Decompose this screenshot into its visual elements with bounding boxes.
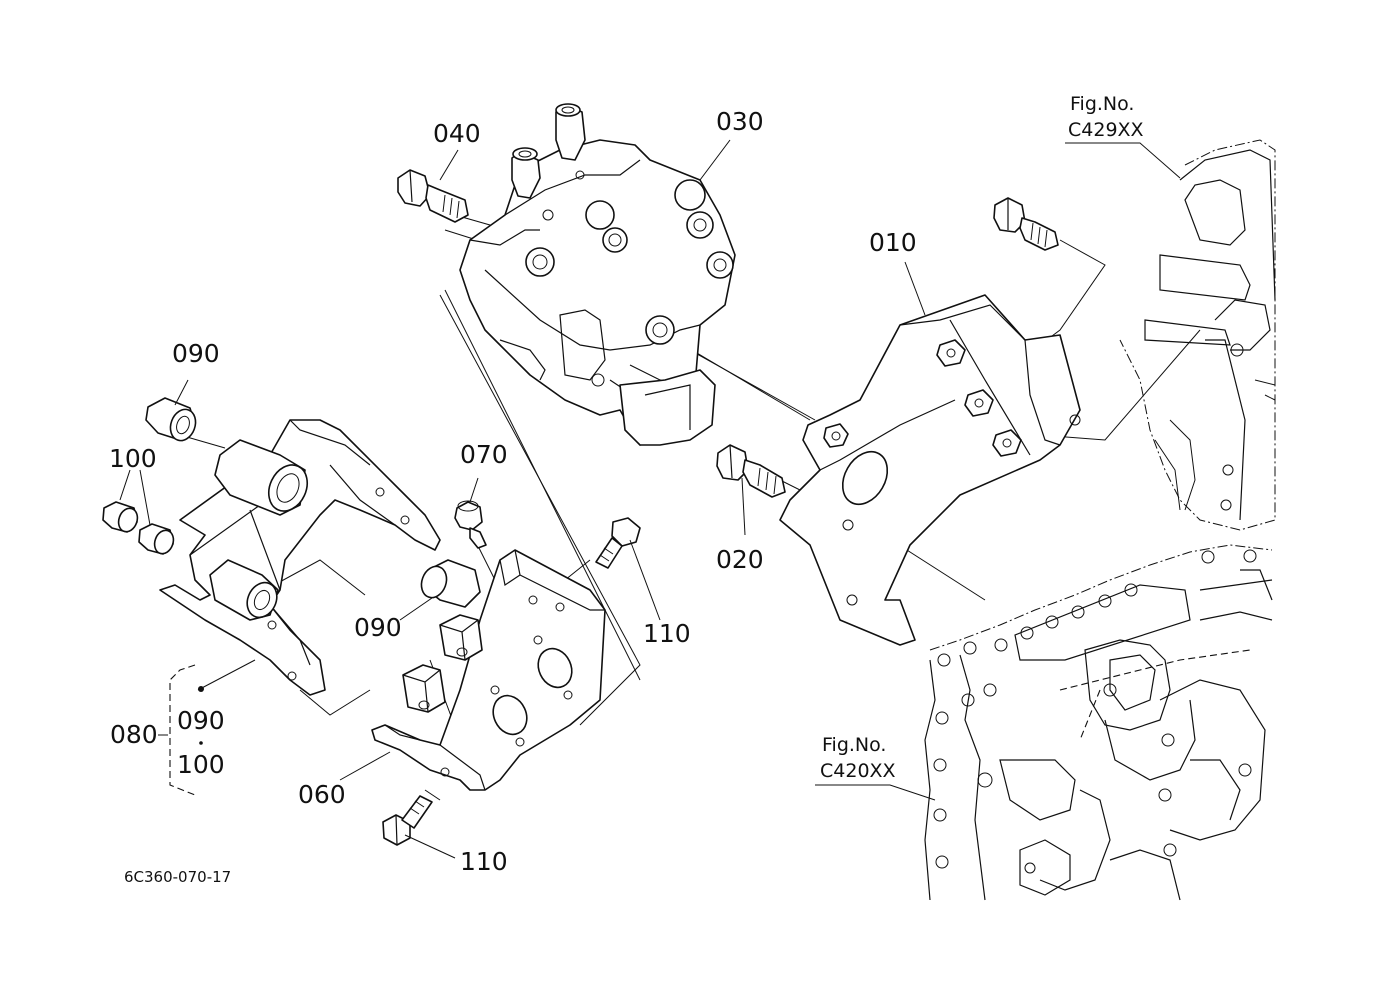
assembly-item-100: 100	[177, 750, 225, 779]
figref-number-upper: C429XX	[1068, 119, 1144, 141]
callout-110-lower: 110	[460, 847, 508, 876]
callout-090-upper: 090	[172, 339, 220, 368]
bracket-plate-010	[779, 294, 1081, 646]
callout-020: 020	[716, 545, 764, 574]
bolt-040	[397, 169, 469, 223]
bushing-090-lower	[420, 559, 481, 608]
callout-labels: 040 030 010 020 090 100 070 090 110 060 …	[109, 93, 1144, 886]
callout-110-upper: 110	[643, 619, 691, 648]
drawing-code: 6C360-070-17	[124, 868, 231, 886]
callout-070: 070	[460, 440, 508, 469]
bolt-upper-right	[993, 197, 1059, 251]
callout-010: 010	[869, 228, 917, 257]
leader-lines	[119, 139, 1181, 859]
callout-080: 080	[110, 720, 158, 749]
bracket-060	[371, 549, 606, 791]
figref-prefix-upper: Fig.No.	[1070, 93, 1134, 115]
bushing-090-upper	[145, 397, 197, 442]
callout-040: 040	[433, 119, 481, 148]
bushing-100-b	[138, 523, 175, 555]
figref-number-lower: C420XX	[820, 760, 896, 782]
callout-100: 100	[109, 444, 157, 473]
transmission-housing-upper	[1119, 139, 1276, 531]
fitting-070	[454, 500, 487, 549]
assembly-item-090: 090	[177, 706, 225, 735]
transmission-housing-lower	[924, 544, 1273, 901]
callout-060: 060	[298, 780, 346, 809]
bolt-020	[716, 444, 786, 498]
bushing-100-a	[102, 501, 139, 533]
bolt-110-upper	[595, 517, 641, 569]
link-bracket-080	[159, 419, 441, 696]
bolt-110-lower	[382, 795, 433, 846]
valve-assembly-030	[459, 103, 736, 446]
callout-030: 030	[716, 107, 764, 136]
figref-prefix-lower: Fig.No.	[822, 734, 886, 756]
callout-090-lower: 090	[354, 613, 402, 642]
